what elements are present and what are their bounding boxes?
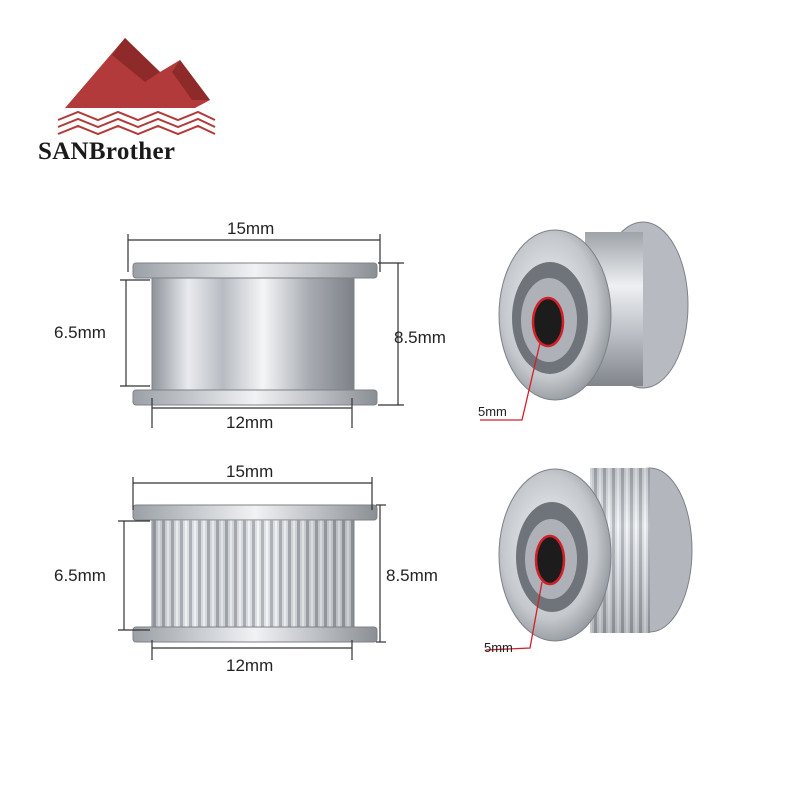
toothed-idler-front-view: [132, 504, 378, 643]
smooth-inner-height-label: 6.5mm: [54, 323, 106, 342]
smooth-bottom-width-label: 12mm: [226, 413, 274, 432]
toothed-inner-height-label: 6.5mm: [54, 566, 106, 585]
bore-callout-lines: [480, 342, 543, 651]
smooth-outer-height-label: 8.5mm: [394, 328, 446, 347]
brand-name: SANBrother: [38, 138, 176, 165]
smooth-bore-label: 5mm: [478, 404, 507, 419]
brand-logo: [57, 38, 216, 136]
toothed-bore-label: 5mm: [484, 640, 513, 655]
toothed-idler-3d-view: [498, 467, 693, 642]
smooth-dimension-lines: [120, 234, 404, 428]
toothed-outer-height-label: 8.5mm: [386, 566, 438, 585]
toothed-bottom-width-label: 12mm: [226, 656, 274, 675]
smooth-top-width-label: 15mm: [227, 219, 275, 238]
smooth-idler-3d-view: [498, 221, 689, 401]
smooth-idler-front-view: [132, 262, 378, 406]
toothed-top-width-label: 15mm: [226, 462, 274, 481]
toothed-dimension-lines: [118, 477, 386, 660]
